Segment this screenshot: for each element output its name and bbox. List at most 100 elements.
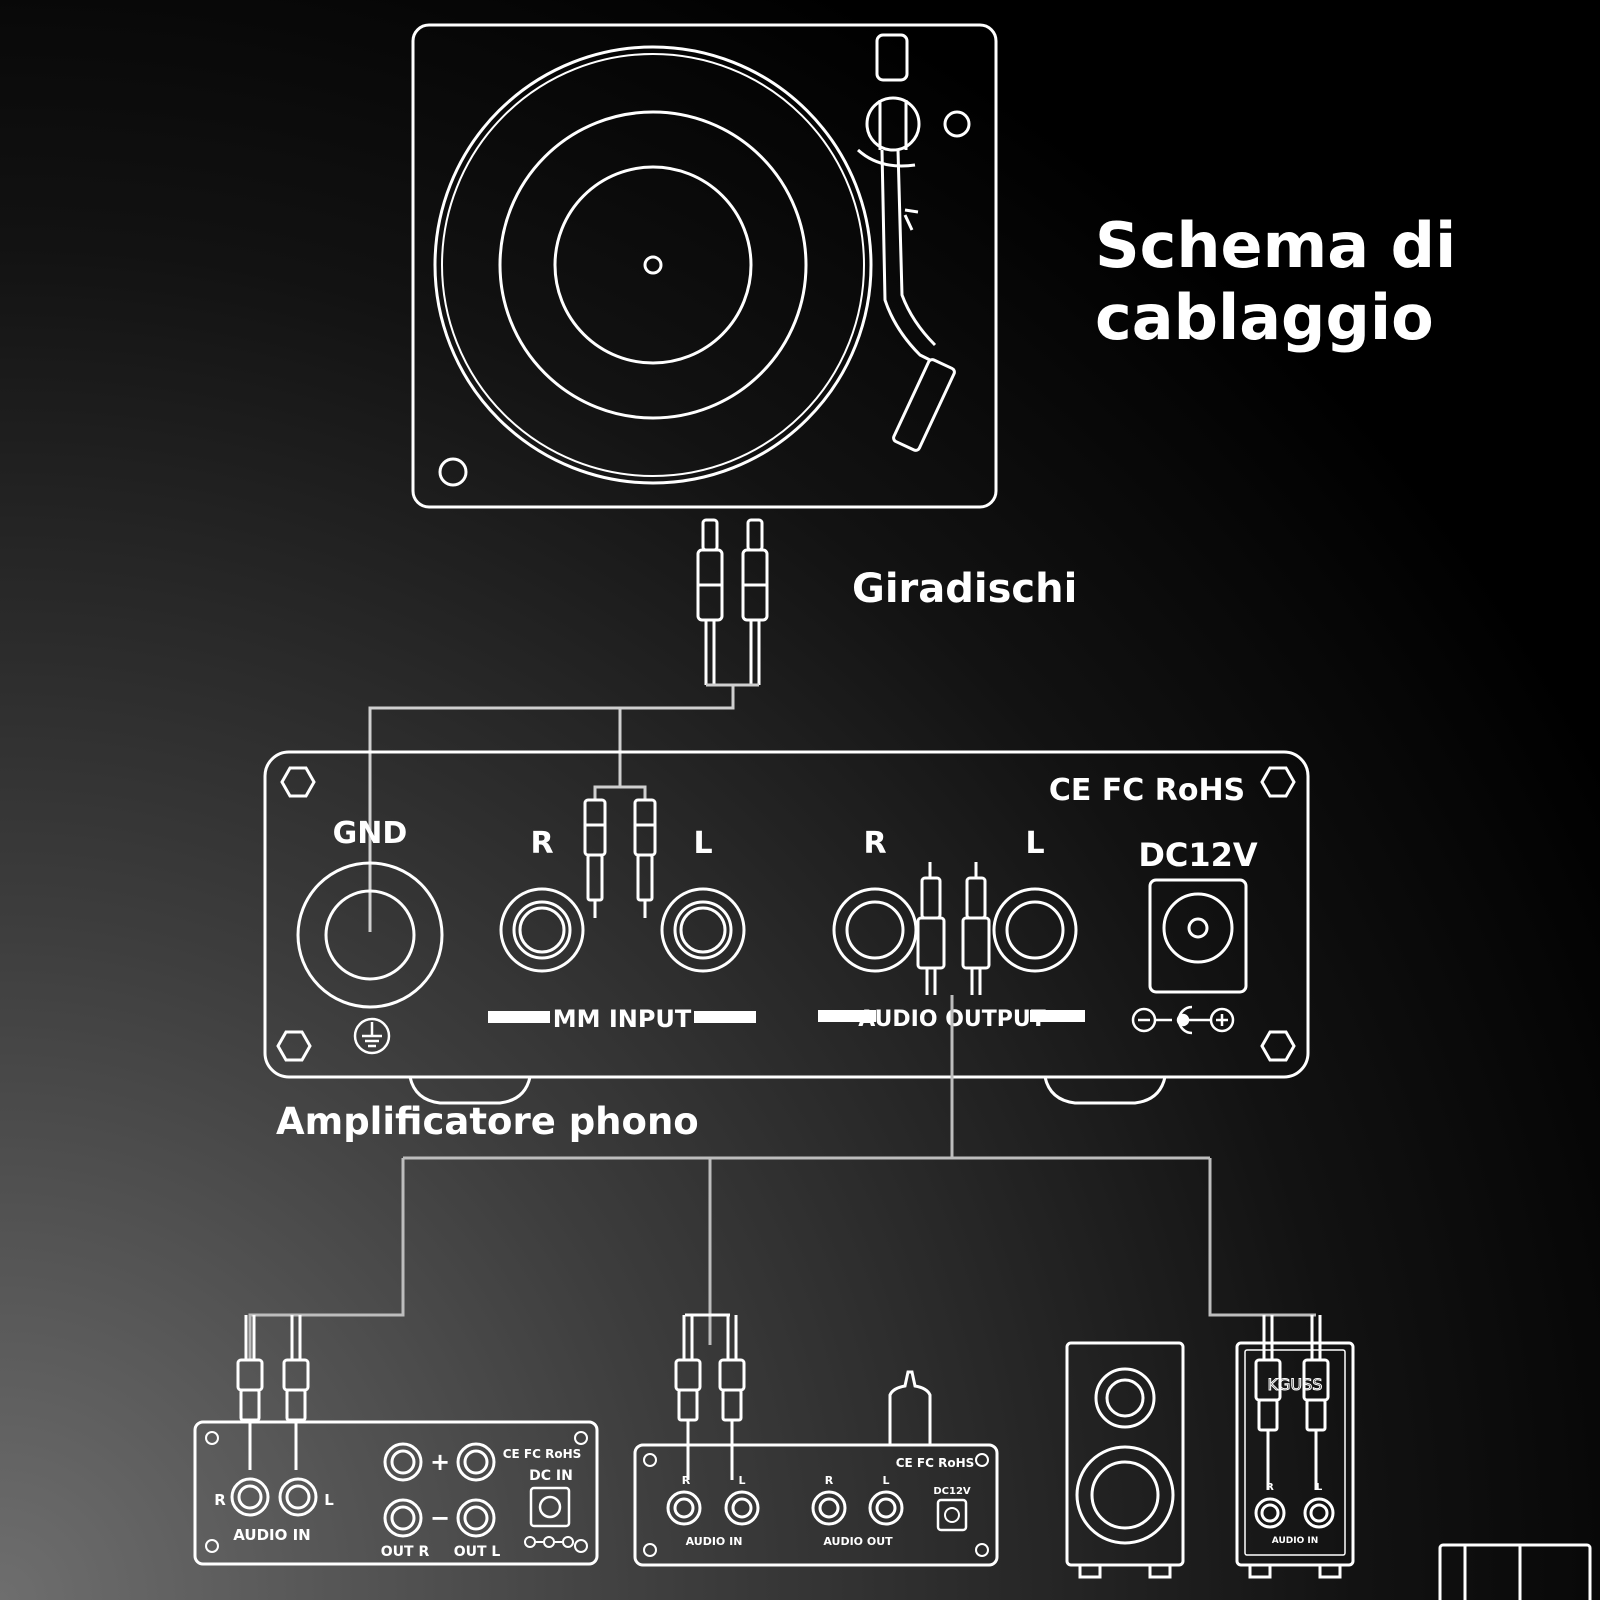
- powered-speaker-jacks[interactable]: [1254, 1497, 1335, 1529]
- phono-amp-caption: Amplificatore phono: [276, 1100, 699, 1143]
- powered-speaker-brand: KGUSS: [1268, 1375, 1323, 1394]
- amplifier-1-dc-jack[interactable]: [529, 1486, 571, 1528]
- turntable-spindle: [643, 255, 663, 275]
- phono-amp-foot-left: [408, 1076, 532, 1105]
- passive-speaker-body: [1065, 1341, 1185, 1567]
- amplifier-1-plus-label: +: [430, 1448, 450, 1476]
- amplifier-1-r-label: R: [214, 1491, 226, 1509]
- dc12v-label: DC12V: [1138, 836, 1258, 874]
- phono-amp-foot-right: [1043, 1076, 1167, 1105]
- amplifier-2-audio-out-label: AUDIO OUT: [823, 1535, 893, 1548]
- mm-input-r-jack[interactable]: [499, 887, 585, 973]
- amplifier-1-audio-in-label: AUDIO IN: [233, 1526, 310, 1544]
- amplifier-2-l2-label: L: [882, 1474, 889, 1487]
- audio-output-r-jack[interactable]: [832, 887, 918, 973]
- turntable-record: [498, 110, 808, 420]
- powered-speaker: KGUSS R L AUDIO IN: [1235, 1315, 1355, 1579]
- phono-amplifier: GND R L MM INPUT R L: [263, 750, 1310, 1105]
- tube-icon: [888, 1370, 932, 1445]
- partial-device: [1438, 1543, 1592, 1600]
- phono-amp-body: [263, 750, 1310, 1079]
- rca-plugs-audio-output: [916, 862, 991, 995]
- amplifier-1-polarity-icon: [524, 1536, 574, 1548]
- passive-speaker: [1065, 1341, 1185, 1579]
- polarity-icon: [1131, 1005, 1235, 1035]
- amplifier-1-rca-plugs: [236, 1315, 310, 1470]
- tonearm: [856, 33, 971, 452]
- amplifier-2-audio-in-label: AUDIO IN: [686, 1535, 743, 1548]
- amplifier-1: R L AUDIO IN + − OUT R OUT L CE FC RoHS …: [193, 1315, 599, 1566]
- rca-plug-turntable-l: [741, 518, 769, 685]
- amplifier-1-out-r-label: OUT R: [381, 1544, 430, 1560]
- dc12v-jack-ring: [1162, 892, 1234, 964]
- turntable-body: [411, 23, 998, 509]
- passive-speaker-tweeter-inner: [1105, 1378, 1145, 1418]
- amplifier-2-body: [633, 1443, 999, 1567]
- amplifier-1-minus-label: −: [430, 1504, 450, 1532]
- mm-input-r-label: R: [530, 826, 553, 861]
- amplifier-1-audio-in-jacks[interactable]: [230, 1477, 318, 1517]
- audio-output-r-label: R: [863, 826, 886, 861]
- amplifier-1-l-label: L: [324, 1491, 334, 1509]
- amplifier-2-rca-plugs: [674, 1313, 746, 1480]
- mm-input-bar-left: [488, 1011, 550, 1023]
- passive-speaker-woofer-inner: [1090, 1460, 1160, 1530]
- turntable: [411, 23, 998, 509]
- rca-plug-turntable-r: [696, 518, 724, 685]
- gnd-terminal-outer[interactable]: [296, 861, 444, 1009]
- wire-turntable-to-phono: [368, 683, 759, 932]
- powered-speaker-feet: [1248, 1565, 1342, 1579]
- ground-icon: [353, 1017, 391, 1055]
- amplifier-2: R L R L AUDIO IN AUDIO OUT CE FC RoHS DC…: [633, 1313, 999, 1567]
- certification-logos: CE FC RoHS: [1049, 773, 1245, 808]
- phono-amp-screws: [276, 766, 1296, 1062]
- amplifier-2-screws: [643, 1453, 989, 1557]
- turntable-label: [553, 165, 753, 365]
- audio-output-bar-right: [1030, 1010, 1085, 1022]
- passive-speaker-woofer: [1075, 1445, 1175, 1545]
- gnd-label: GND: [333, 816, 408, 851]
- turntable-rca-cables: [696, 518, 769, 685]
- mm-input-label: MM INPUT: [553, 1005, 692, 1033]
- turntable-platter-outer: [433, 45, 873, 485]
- turntable-caption: Giradischi: [852, 566, 1078, 612]
- gnd-terminal-inner: [324, 889, 416, 981]
- powered-speaker-panel: [1244, 1349, 1346, 1556]
- amplifier-2-dc-jack-ring: [944, 1507, 960, 1523]
- amplifier-2-l1-label: L: [738, 1474, 745, 1487]
- amplifier-1-out-l-label: OUT L: [454, 1544, 501, 1560]
- amplifier-1-screws: [205, 1431, 588, 1553]
- dc12v-jack[interactable]: [1148, 878, 1248, 994]
- powered-speaker-rca-plugs: [1254, 1315, 1330, 1490]
- powered-speaker-r-label: R: [1266, 1482, 1274, 1493]
- powered-speaker-body: [1235, 1341, 1355, 1567]
- amplifier-2-dc12v-label: DC12V: [933, 1486, 971, 1497]
- powered-speaker-audio-in-label: AUDIO IN: [1272, 1536, 1318, 1546]
- amplifier-1-dc-jack-ring: [538, 1495, 562, 1519]
- page-title: Schema di cablaggio: [1095, 209, 1457, 354]
- turntable-foot-button: [438, 457, 468, 487]
- amplifier-2-jacks[interactable]: [666, 1490, 904, 1526]
- rca-plugs-mm-input: [583, 798, 657, 918]
- turntable-platter-rim: [441, 53, 865, 477]
- powered-speaker-l-label: L: [1316, 1482, 1323, 1493]
- amplifier-2-r1-label: R: [682, 1474, 691, 1487]
- mm-input-bar-right: [694, 1011, 756, 1023]
- amplifier-2-dc-jack[interactable]: [936, 1498, 968, 1532]
- passive-speaker-tweeter: [1094, 1367, 1156, 1429]
- wire-phono-to-devices: [248, 995, 1316, 1360]
- amplifier-1-dc-in-label: DC IN: [529, 1468, 573, 1484]
- amplifier-2-r2-label: R: [825, 1474, 834, 1487]
- mm-input-l-jack[interactable]: [660, 887, 746, 973]
- audio-output-bar-left: [818, 1010, 876, 1022]
- amplifier-1-certifications: CE FC RoHS: [503, 1447, 582, 1461]
- amplifier-1-speaker-out-jacks[interactable]: [383, 1442, 496, 1538]
- amplifier-2-certifications: CE FC RoHS: [896, 1456, 975, 1470]
- audio-output-l-label: L: [1025, 826, 1044, 861]
- audio-output-l-jack[interactable]: [992, 887, 1078, 973]
- dc12v-jack-pin: [1187, 917, 1209, 939]
- mm-input-l-label: L: [693, 826, 712, 861]
- amplifier-1-body: [193, 1420, 599, 1566]
